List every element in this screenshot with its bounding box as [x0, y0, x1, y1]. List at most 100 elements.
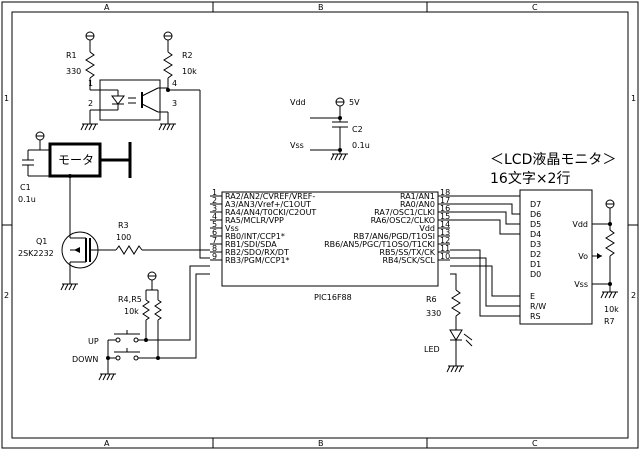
row-label-1-left: 1 [4, 94, 9, 103]
mcu-pin-name: RA1/AN1 [400, 192, 435, 201]
q1-ref: Q1 [36, 237, 47, 246]
mcu-pin-name: RA7/OSC1/CLKI [374, 208, 435, 217]
mcu-pin-number: 2 [212, 196, 217, 205]
row-label-2-left: 2 [4, 291, 9, 300]
mcu-pin-number: 18 [440, 188, 450, 197]
r45-ref: R4,R5 [118, 295, 142, 304]
mcu-pin-number: 3 [212, 204, 217, 213]
col-label-b-bottom: B [318, 439, 324, 448]
motor-label: モータ [58, 153, 94, 167]
mcu-pin-name: Vss [225, 224, 239, 233]
lcd-pin-name: Vo [578, 252, 588, 261]
r7-value: 10k [604, 305, 619, 314]
mcu-pin-name: A3/AN3/Vref+/C1OUT [225, 200, 311, 209]
mcu-pin-number: 7 [212, 236, 217, 245]
mcu-pin-name: RB6/AN5/PGC/T1OSO/T1CKI [324, 240, 435, 249]
vdd-label: Vdd [290, 98, 306, 107]
mcu-lcd-bus [450, 195, 520, 317]
mcu-pin-number: 9 [212, 252, 217, 261]
opto-pin-3: 3 [172, 99, 177, 108]
mcu-pin-name: RA4/AN4/T0CKI/C2OUT [225, 208, 316, 217]
c1-capacitor [22, 149, 50, 177]
mcu-name: PIC16F88 [314, 293, 352, 302]
supply-voltage: 5V [349, 98, 360, 107]
switch-up [108, 330, 146, 343]
mcu-pin-number: 11 [440, 244, 450, 253]
mcu-pin-name: RB0/INT/CCP1* [225, 232, 285, 241]
mcu-pin-name: Vdd [419, 224, 435, 233]
lcd-pin-name: D2 [530, 250, 541, 259]
mcu-pin-number: 1 [212, 188, 217, 197]
wire-rb2-up [146, 265, 210, 341]
wire-rb4 [450, 273, 457, 290]
mcu-pin-number: 12 [440, 236, 450, 245]
lcd-pin-name: E [530, 292, 535, 301]
r2-value: 10k [182, 67, 197, 76]
c2-ref: C2 [352, 125, 363, 134]
r3-ref: R3 [118, 221, 129, 230]
lcd-pin-name: D7 [530, 200, 541, 209]
opto-pin-4: 4 [172, 79, 177, 88]
c2-capacitor [310, 97, 348, 161]
mcu-body [221, 191, 439, 287]
lcd-pin-name: Vss [574, 280, 588, 289]
mcu-pin-name: RA5/MCLR/VPP [225, 216, 284, 225]
mcu-pin-name: RA6/OSC2/CLKO [371, 216, 435, 225]
r6-resistor [451, 289, 461, 330]
ground-symbol [158, 123, 176, 131]
wire-opto-to-rb1 [199, 90, 210, 259]
lcd-pin-name: D0 [530, 270, 541, 279]
col-label-c-bottom: C [532, 439, 538, 448]
r2-ref: R2 [182, 51, 193, 60]
c1-ref: C1 [20, 183, 31, 192]
ground-symbol [446, 365, 464, 373]
r1-value: 330 [66, 67, 81, 76]
c1-value: 0.1u [18, 195, 36, 204]
col-label-b-top: B [318, 3, 324, 12]
mcu-pin-number: 15 [440, 212, 450, 221]
mcu-pin-name: RB2/SDO/RX/DT [225, 248, 289, 257]
switch-down [108, 348, 158, 361]
mcu-pin-number: 4 [212, 212, 217, 221]
lcd-pin-name: D5 [530, 220, 541, 229]
mcu-pin-name: RA0/AN0 [400, 200, 435, 209]
r7-ref: R7 [604, 317, 615, 326]
lcd-title: ＜LCD液晶モニタ＞ [490, 152, 616, 168]
ground-symbol [600, 291, 618, 299]
up-label: UP [88, 337, 99, 346]
mcu-pin-name: RB5/SS/TX/CK [379, 248, 435, 257]
mcu-pin-number: 10 [440, 252, 450, 261]
lcd-body [519, 189, 593, 325]
r6-value: 330 [426, 309, 441, 318]
lcd-pin-name: D1 [530, 260, 541, 269]
mcu-pin-name: RB7/AN6/PGD/T1OSI [353, 232, 435, 241]
opto-pin-1: 1 [88, 79, 93, 88]
mcu-pin-number: 14 [440, 220, 450, 229]
mcu-pin-name: RA2/AN2/CVREF/VREF- [225, 192, 315, 201]
lcd-pin-name: R/W [530, 302, 546, 311]
wire-rb3-down [158, 273, 210, 359]
mcu-pin-number: 13 [440, 228, 450, 237]
ground-symbol [80, 123, 98, 131]
mcu-pin-number: 5 [212, 220, 217, 229]
down-label: DOWN [72, 355, 98, 364]
r3-resistor [110, 245, 210, 255]
lcd-pin-name: D4 [530, 230, 541, 239]
led-diode [449, 329, 473, 366]
mcu-pin-name: RB3/PGM/CCP1* [225, 256, 290, 265]
mcu-pin-name: RB4/SCK/SCL [382, 256, 435, 265]
opto-pin-2: 2 [88, 99, 93, 108]
col-label-a-bottom: A [104, 439, 110, 448]
mcu-left-pins: 1 RA2/AN2/CVREF/VREF- 2 A3/AN3/Vref+/C1OUT 3… [210, 188, 316, 265]
col-label-a-top: A [104, 3, 110, 12]
mcu-pin-name: RB1/SDI/SDA [225, 240, 277, 249]
ground-symbol [98, 373, 116, 381]
r1-resistor [85, 31, 95, 90]
motor-supply [35, 131, 50, 151]
mcu-pin-number: 6 [212, 228, 217, 237]
